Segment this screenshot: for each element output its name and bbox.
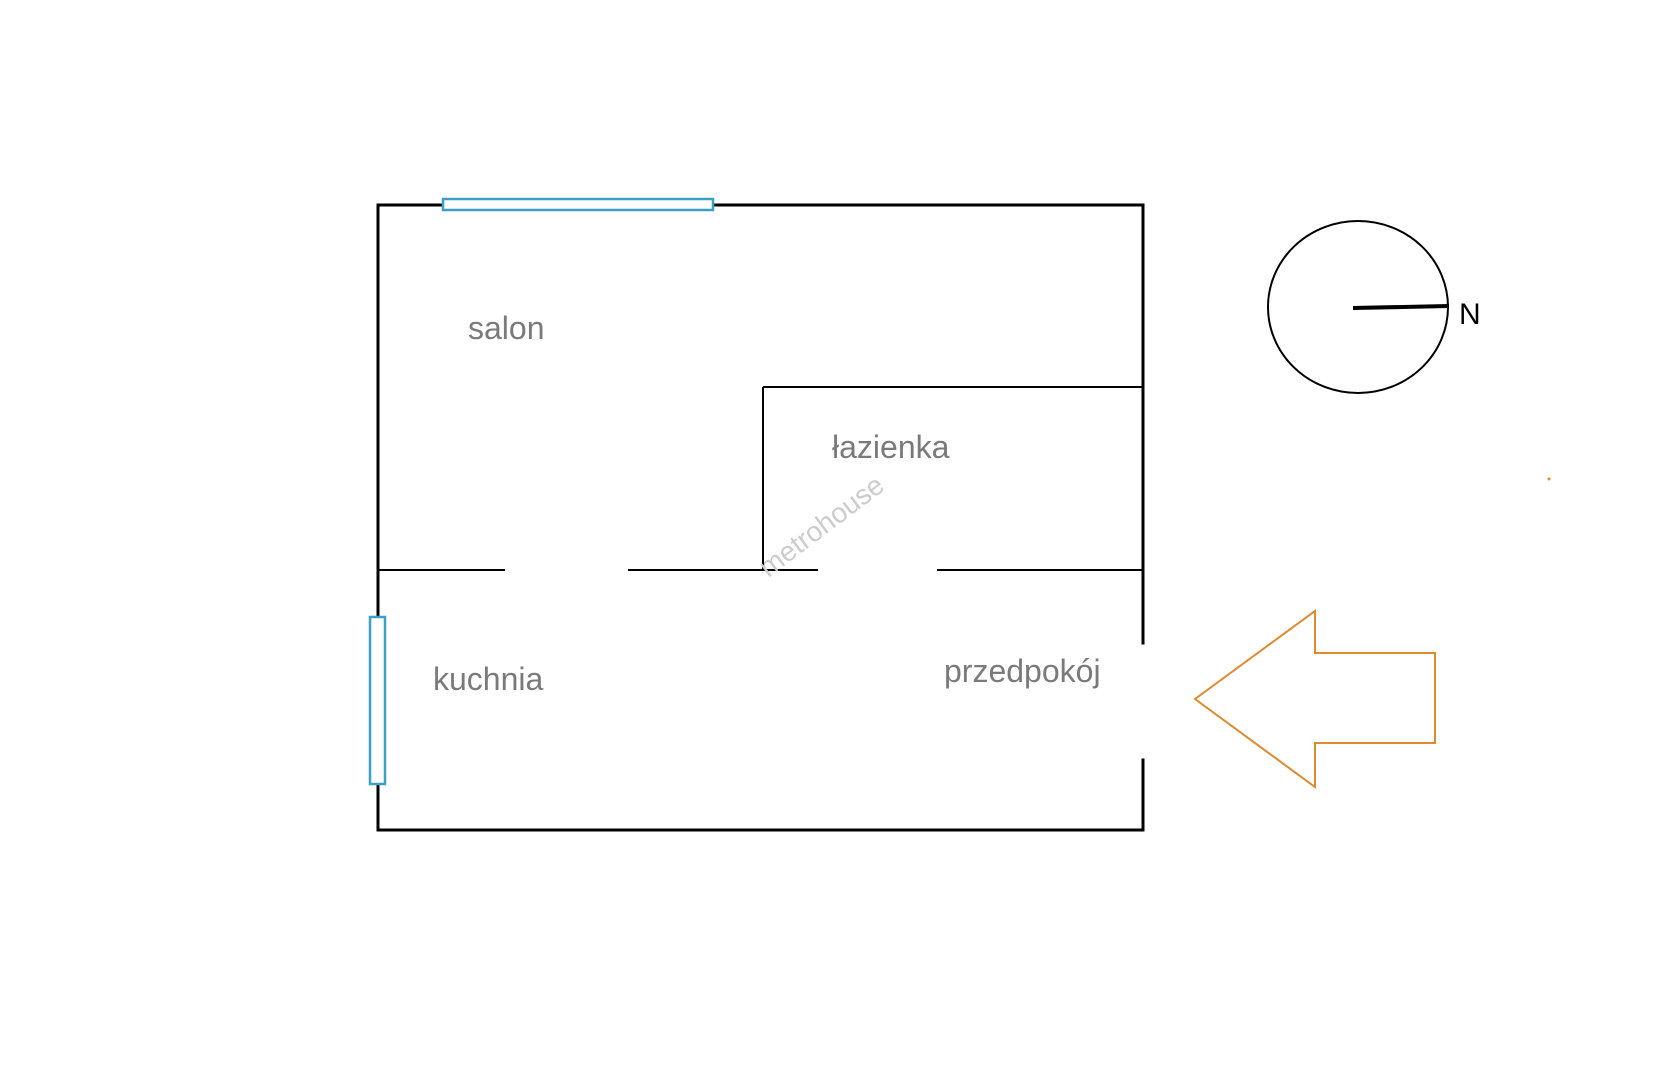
window-salon (441, 197, 715, 212)
interior-walls (378, 386, 1143, 571)
compass: N (1267, 220, 1481, 394)
room-label-przedpokoj: przedpokój (944, 653, 1101, 689)
watermark-text: metrohouse (753, 469, 890, 583)
compass-needle (1352, 304, 1450, 310)
outer-walls (376, 203, 1145, 832)
room-label-lazienka: łazienka (832, 429, 950, 465)
room-label-salon: salon (468, 310, 545, 346)
window-kuchnia (368, 615, 387, 786)
windows (368, 197, 715, 786)
stray-dot (1547, 477, 1551, 481)
room-label-kuchnia: kuchnia (433, 661, 544, 697)
room-labels: salon łazienka kuchnia przedpokój (433, 310, 1101, 697)
entrance-arrow-icon (1193, 609, 1436, 789)
compass-north-label: N (1459, 298, 1481, 331)
